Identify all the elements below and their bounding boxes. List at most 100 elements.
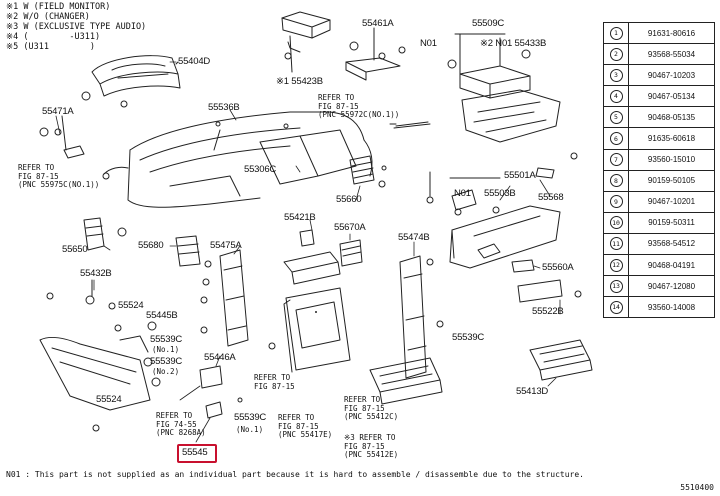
callout-55446A[interactable]: 55446A [204,352,236,363]
callout-55680[interactable]: 55680 [138,240,164,251]
callout-55501A[interactable]: 55501A [504,170,536,181]
meter-hood-part [81,55,181,108]
part-number[interactable]: 93560-14008 [647,302,696,312]
table-row: 9 90467-10201 [604,191,714,213]
callout-N01-b[interactable]: N01 [454,188,471,199]
note-line: ※3 W (EXCLUSIVE TYPE AUDIO) [6,22,147,32]
refer-to-note[interactable]: REFER TO FIG 87-15 [254,373,295,391]
callout-55539C-a[interactable]: 55539C [150,334,183,345]
callout-55539C-a-qualifier: (No.1) [152,345,180,354]
callout-55432B[interactable]: 55432B [80,268,112,279]
callout-55445B[interactable]: 55445B [146,310,178,321]
refer-to-note[interactable]: REFER TO FIG 87-15 (PNC 55417E) [278,413,333,439]
center-cluster-finish-right-part [399,255,444,379]
part-number[interactable]: 93568-54512 [647,239,696,249]
side-register-part [349,155,387,188]
glove-box-lock-part [511,259,582,303]
part-number[interactable]: 90467-10203 [647,70,696,80]
diagram-id: 5510400 [680,483,714,492]
callout-55423B[interactable]: ※1 55423B [276,76,323,87]
callout-55545[interactable]: 55545 [182,447,208,458]
row-key: 3 [609,68,623,82]
table-row: 7 93560-15010 [604,149,714,171]
callout-55461A[interactable]: 55461A [362,18,394,29]
center-cluster-finish-left-part [200,249,249,347]
callout-55660[interactable]: 55660 [336,194,362,205]
callout-55539C-b[interactable]: 55539C [150,356,183,367]
callout-55524-b[interactable]: 55524 [96,394,122,405]
callout-55560A[interactable]: 55560A [542,262,574,273]
part-number[interactable]: 90159-50105 [647,176,696,186]
table-row: 4 90467-05134 [604,86,714,108]
part-number[interactable]: 90159-50311 [648,218,695,228]
callout-55503B[interactable]: 55503B [484,188,516,199]
row-key: 14 [609,300,623,314]
refer-to-note[interactable]: REFER TO FIG 74-55 (PNC 8268A) [156,411,206,437]
left-register-part [83,217,127,251]
callout-55306C[interactable]: 55306C [244,164,277,175]
callout-55568[interactable]: 55568 [538,192,564,203]
table-row: 12 90468-04191 [604,255,714,277]
part-number[interactable]: 93568-55034 [647,49,696,59]
callout-N01-a[interactable]: N01 [420,38,437,49]
center-panel-upper-part [345,27,406,81]
lower-center-panel-part [369,339,593,405]
callout-55522B[interactable]: 55522B [532,306,564,317]
part-number[interactable]: 90467-10201 [647,197,696,207]
small-bracket-part [92,321,243,432]
callout-55670A[interactable]: 55670A [334,222,366,233]
applicability-notes: ※1 W (FIELD MONITOR) ※2 W/O (CHANGER) ※3… [6,2,146,52]
center-register-left-part [175,235,201,267]
center-cluster-part [268,229,351,373]
part-number[interactable]: 90468-04191 [647,260,696,270]
leader-lines [55,61,561,443]
callout-55650[interactable]: 55650 [62,244,88,255]
monitor-cover-part [281,11,331,73]
callout-55539C-b-qualifier: (No.2) [152,367,180,376]
refer-to-note[interactable]: REFER TO FIG 87-15 (PNC 55972C(NO.1)) [318,93,400,119]
table-row: 5 90468-05135 [604,107,714,129]
callout-55404D[interactable]: 55404D [178,56,211,67]
callout-55536B[interactable]: 55536B [208,102,240,113]
refer-to-note[interactable]: ※3 REFER TO FIG 87-15 (PNC 55412E) [344,433,399,459]
callout-55524-a[interactable]: 55524 [118,300,144,311]
callout-55474B[interactable]: 55474B [398,232,430,243]
callout-55475A[interactable]: 55475A [210,240,242,251]
part-number[interactable]: 90467-12080 [647,281,696,291]
table-row: 2 93568-55034 [604,44,714,66]
callout-55539C-c[interactable]: 55539C [234,412,267,423]
row-key: 12 [609,258,623,272]
callout-55421B[interactable]: 55421B [284,212,316,223]
callout-55539C-d[interactable]: 55539C [452,332,485,343]
table-row: 10 90159-50311 [604,212,714,234]
part-number[interactable]: 91631-80616 [647,28,696,38]
note-line: ※1 W (FIELD MONITOR) [6,2,111,12]
callout-55539C-c-qualifier: (No.1) [236,425,264,434]
instrument-panel-part [102,111,373,208]
table-row: 11 93568-54512 [604,233,714,256]
row-key: 4 [609,89,623,103]
row-key: 11 [609,237,623,251]
callout-55471A[interactable]: 55471A [42,106,74,117]
refer-to-note[interactable]: REFER TO FIG 87-15 (PNC 55975C(NO.1)) [18,163,100,189]
selected-part-highlight[interactable]: 55545 [177,444,217,463]
callout-55433B[interactable]: ※2 N01 55433B [480,38,547,49]
part-number[interactable]: 91635-60618 [647,134,696,144]
callout-55413D[interactable]: 55413D [516,386,549,397]
row-key: 1 [609,26,623,40]
part-number[interactable]: 90468-05135 [647,112,696,122]
row-key: 7 [609,153,623,167]
callout-55509C[interactable]: 55509C [472,18,505,29]
part-number[interactable]: 93560-15010 [647,155,696,165]
refer-to-note[interactable]: REFER TO FIG 87-15 (PNC 55412C) [344,395,399,421]
row-key: 9 [609,195,623,209]
row-key: 10 [609,216,623,230]
part-number[interactable]: 90467-05134 [647,91,696,101]
center-register-right-part [339,239,363,267]
row-key: 5 [609,110,623,124]
row-key: 2 [609,47,623,61]
